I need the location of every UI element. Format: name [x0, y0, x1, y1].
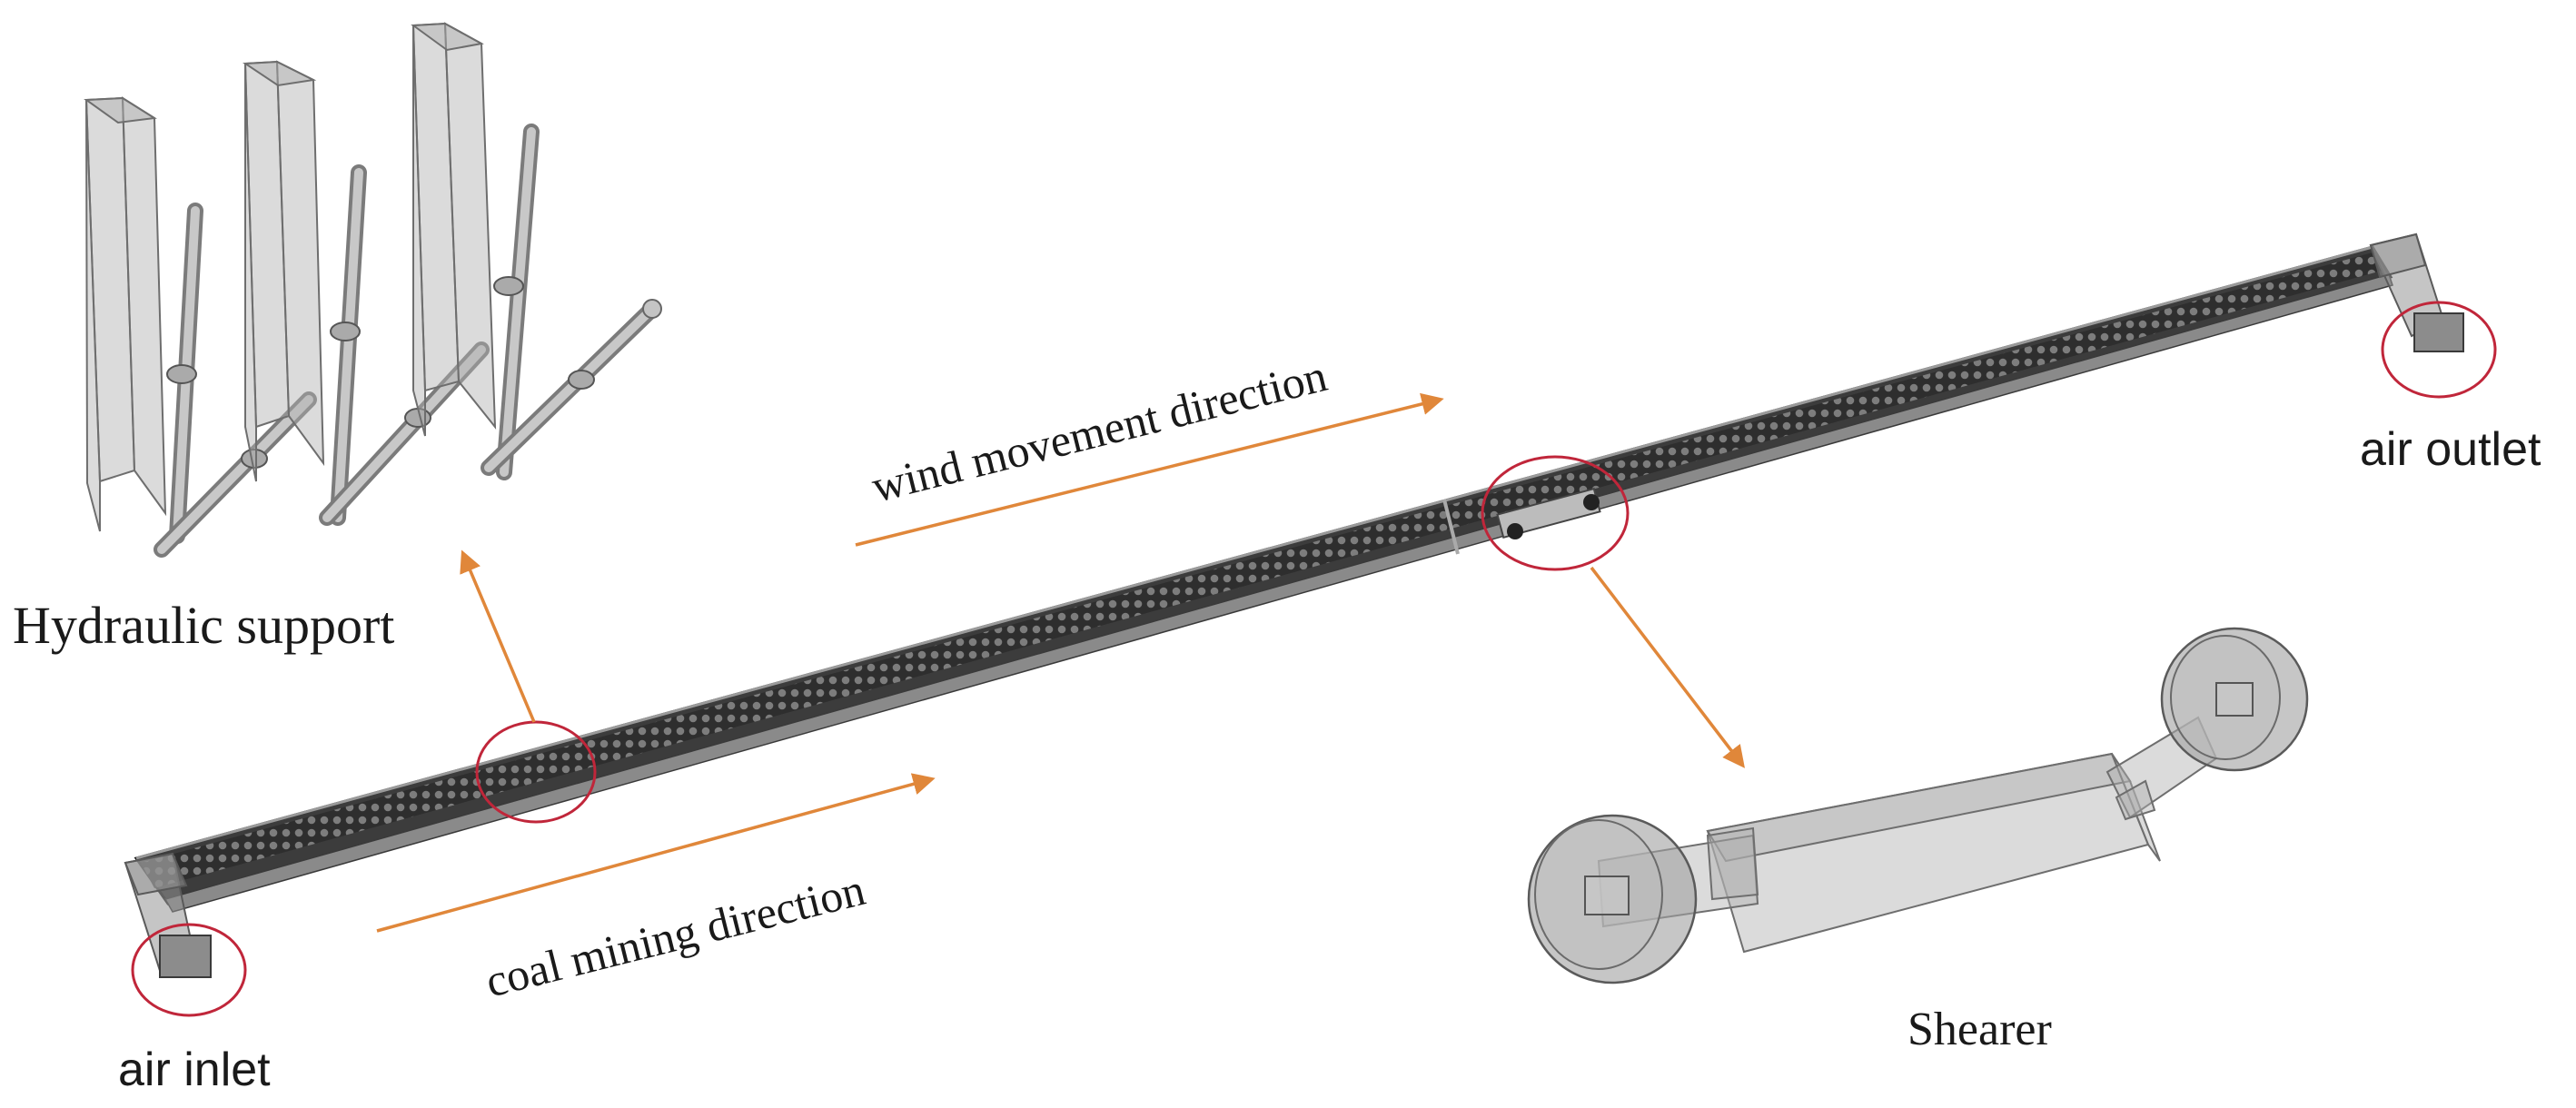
hydraulic-support-frame-2 — [242, 60, 490, 526]
shearer-highlight — [1481, 455, 1630, 571]
arrows — [376, 392, 1745, 933]
conveyor-joint — [1442, 499, 1460, 555]
hydraulic-support-frame-3 — [411, 22, 662, 480]
air-inlet-label: air inlet — [118, 1044, 271, 1096]
air-outlet-label: air outlet — [2360, 423, 2541, 476]
air-outlet-duct — [2369, 232, 2464, 352]
shearer-left-drum — [1527, 814, 1698, 984]
wind-direction-label: wind movement direction — [867, 350, 1332, 512]
wind-direction-arrow — [855, 392, 1444, 547]
conveyor-dotted-surface — [141, 252, 2382, 888]
air-inlet-highlight — [131, 923, 247, 1017]
highlight-circles — [131, 301, 2497, 1017]
shearer-drum-right-marker — [1583, 494, 1600, 510]
working-face-conveyor — [134, 245, 2393, 913]
hydraulic-support-label: Hydraulic support — [13, 596, 394, 655]
coal-mining-direction-arrow — [376, 773, 936, 933]
air-outlet-highlight — [2381, 301, 2497, 399]
shearer-drum-left-marker — [1507, 523, 1523, 539]
conveyor-upper-rail — [135, 245, 2373, 860]
air-inlet-duct — [124, 852, 212, 978]
shearer-label: Shearer — [1907, 1004, 2052, 1055]
shearer-right-drum — [2160, 627, 2309, 772]
hydraulic-support-pointer-arrow — [460, 549, 536, 723]
hydraulic-support-frame-1 — [84, 96, 317, 558]
shearer-model — [1527, 627, 2309, 984]
shearer-pointer-arrow — [1590, 566, 1745, 768]
hydraulic-support-highlight — [475, 720, 597, 824]
hydraulic-support-model — [84, 22, 662, 558]
